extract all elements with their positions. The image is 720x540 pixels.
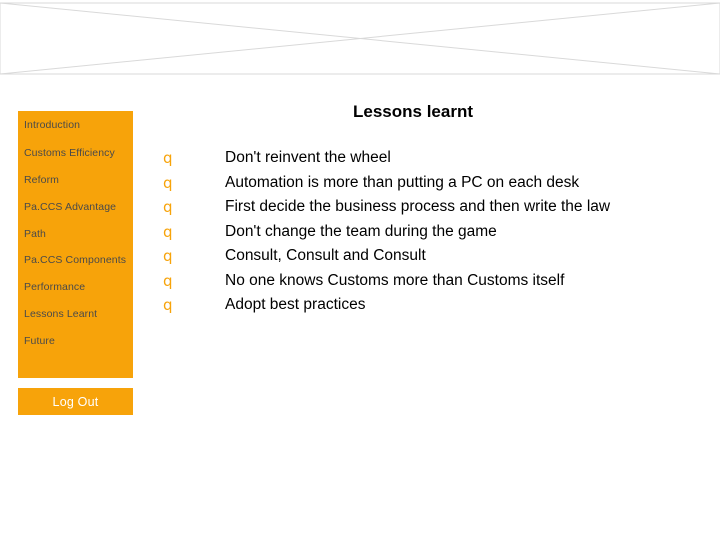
list-item-text: No one knows Customs more than Customs i… xyxy=(225,271,565,289)
bullet-square-icon: q xyxy=(163,296,173,314)
list-item-text: Don't change the team during the game xyxy=(225,222,497,240)
bullet-square-icon: q xyxy=(163,173,173,192)
sidebar-item-label: Reform xyxy=(24,174,60,186)
sidebar-item-paccs-advantage[interactable]: Pa.CCS Advantage xyxy=(24,201,136,213)
list-item: q First decide the business process and … xyxy=(163,195,703,220)
sidebar-item-label: Introduction xyxy=(24,119,81,131)
sidebar-item-label: Future xyxy=(24,335,55,347)
bullet-square-icon: q xyxy=(163,198,173,216)
log-out-button[interactable]: Log Out xyxy=(18,388,133,415)
bullet-square-icon: q xyxy=(163,271,173,290)
list-item: q No one knows Customs more than Customs… xyxy=(163,269,703,294)
sidebar-item-label: Path xyxy=(24,228,46,240)
decorative-banner xyxy=(0,0,720,84)
list-item: q Adopt best practices xyxy=(163,293,703,318)
list-item-text: Consult, Consult and Consult xyxy=(225,247,426,264)
banner-line-diagonal-up xyxy=(0,2,720,75)
sidebar-item-label: Performance xyxy=(24,281,86,293)
sidebar-item-customs-efficiency[interactable]: Customs Efficiency xyxy=(24,147,136,159)
sidebar-item-paccs-components[interactable]: Pa.CCS Components xyxy=(24,254,136,266)
list-item: q Don't reinvent the wheel xyxy=(163,146,703,171)
sidebar-item-introduction[interactable]: Introduction xyxy=(24,119,136,131)
sidebar-item-performance[interactable]: Performance xyxy=(24,281,136,293)
list-item-text: First decide the business process and th… xyxy=(225,198,611,215)
list-item-text: Automation is more than putting a PC on … xyxy=(225,173,580,191)
list-item: q Automation is more than putting a PC o… xyxy=(163,171,703,196)
sidebar-item-label: Lessons Learnt xyxy=(24,308,98,320)
sidebar-item-path[interactable]: Path xyxy=(24,228,136,240)
bullet-square-icon: q xyxy=(163,149,173,167)
sidebar-nav: Introduction Customs Efficiency Reform P… xyxy=(18,111,133,378)
bullet-list: q Don't reinvent the wheel q Automation … xyxy=(163,146,703,318)
sidebar-item-label: Pa.CCS Advantage xyxy=(24,201,117,213)
bullet-square-icon: q xyxy=(163,247,173,265)
sidebar-item-label: Pa.CCS Components xyxy=(24,254,127,266)
sidebar-item-lessons-learnt[interactable]: Lessons Learnt xyxy=(24,308,136,320)
list-item: q Consult, Consult and Consult xyxy=(163,244,703,269)
bullet-square-icon: q xyxy=(163,222,173,241)
sidebar-item-future[interactable]: Future xyxy=(24,335,136,347)
list-item-text: Don't reinvent the wheel xyxy=(225,149,391,166)
sidebar-item-reform[interactable]: Reform xyxy=(24,174,136,186)
list-item: q Don't change the team during the game xyxy=(163,220,703,245)
list-item-text: Adopt best practices xyxy=(225,296,366,313)
page-title: Lessons learnt xyxy=(353,102,473,121)
log-out-label: Log Out xyxy=(52,394,99,409)
sidebar-item-label: Customs Efficiency xyxy=(24,147,115,159)
